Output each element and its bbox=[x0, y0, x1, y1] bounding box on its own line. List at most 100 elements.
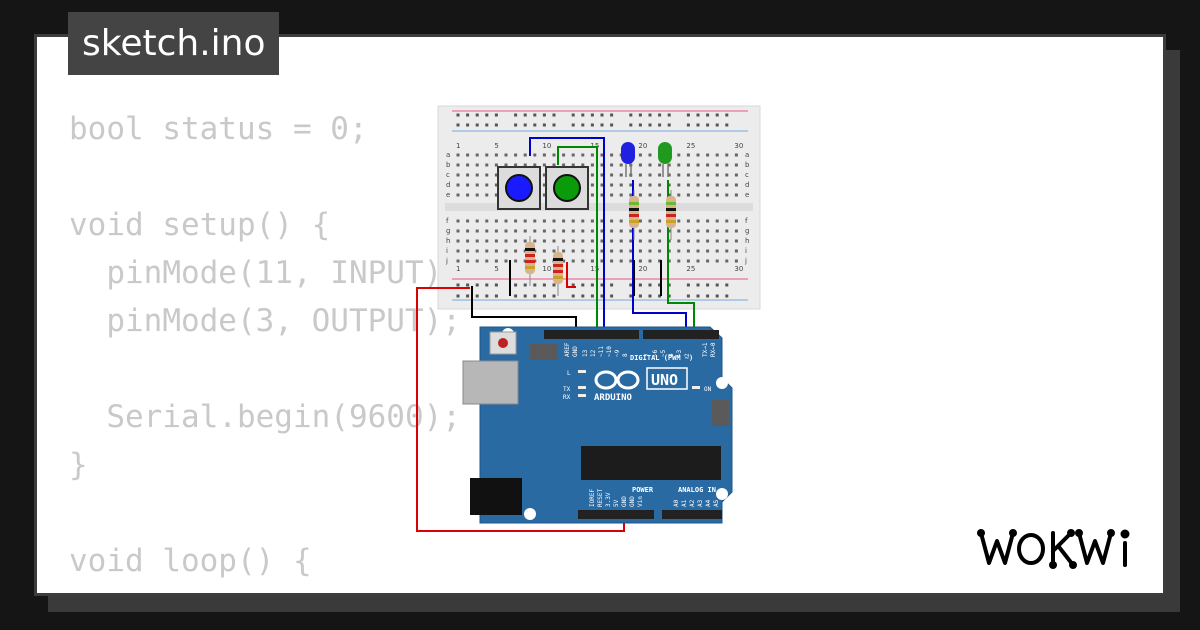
analog-pin-label: A2 bbox=[689, 499, 696, 507]
wires bbox=[416, 137, 695, 532]
row-letter: e bbox=[446, 191, 450, 199]
resistor-2 bbox=[666, 190, 676, 240]
row-letter: c bbox=[446, 171, 450, 179]
analog-pin-label: A0 bbox=[673, 499, 680, 507]
led-on-label: ON bbox=[704, 386, 712, 393]
file-tab[interactable]: sketch.ino bbox=[68, 12, 280, 75]
wire-red-5v bbox=[416, 287, 625, 532]
power-label: POWER bbox=[632, 486, 654, 494]
wokwi-logo bbox=[977, 529, 1130, 569]
digital-pin-label: TX→1 bbox=[702, 342, 709, 357]
wire-green-led bbox=[667, 180, 695, 336]
digital-pin-label: ~3 bbox=[676, 349, 683, 357]
column-number: 25 bbox=[686, 265, 695, 273]
column-number: 20 bbox=[638, 142, 647, 150]
arduino-brand: ARDUINO bbox=[594, 393, 633, 403]
code-line: void loop() { bbox=[69, 543, 312, 579]
code-line: void setup() { bbox=[69, 207, 331, 243]
code-line: pinMode(11, INPUT); bbox=[69, 255, 461, 291]
analog-pin-label: A3 bbox=[697, 499, 704, 507]
row-letter: j bbox=[744, 257, 747, 265]
column-number: 30 bbox=[734, 142, 743, 150]
digital-pin-label: ~6 bbox=[652, 349, 659, 357]
column-number: 25 bbox=[686, 142, 695, 150]
row-letter: f bbox=[446, 217, 449, 225]
code-line: status = digitalRead(11); bbox=[69, 585, 573, 593]
row-letter: a bbox=[446, 151, 450, 159]
digital-pin-label: 8 bbox=[622, 353, 629, 357]
column-number: 5 bbox=[494, 142, 498, 150]
row-letter: h bbox=[446, 237, 450, 245]
row-letter: b bbox=[745, 161, 750, 169]
code-line: pinMode(3, OUTPUT); bbox=[69, 303, 461, 339]
pushbutton-blue[interactable] bbox=[497, 166, 541, 210]
pushbutton-green[interactable] bbox=[545, 166, 589, 210]
column-number: 5 bbox=[494, 265, 498, 273]
column-number: 20 bbox=[638, 265, 647, 273]
column-number: 1 bbox=[456, 265, 460, 273]
power-pin-label: Vin bbox=[637, 496, 644, 507]
analog-pin-label: A5 bbox=[713, 499, 720, 507]
wire-green-button bbox=[557, 146, 598, 336]
code-line: Serial.begin(9600); bbox=[69, 399, 461, 435]
analog-pin-label: A4 bbox=[705, 499, 712, 507]
digital-pin-label: 2 bbox=[684, 353, 691, 357]
resistor-4 bbox=[553, 246, 563, 296]
resistors bbox=[525, 190, 676, 296]
digital-pin-label: ~9 bbox=[614, 349, 621, 357]
column-number: 10 bbox=[542, 265, 551, 273]
led-rx-label: RX bbox=[563, 394, 571, 401]
led-green[interactable] bbox=[658, 142, 672, 177]
power-pin-label: IOREF bbox=[589, 489, 596, 507]
power-pin-label: GND bbox=[629, 496, 636, 507]
power-pin-label: 3.3V bbox=[605, 492, 612, 507]
digital-label: DIGITAL (PWM ~) bbox=[630, 354, 693, 362]
row-letter: b bbox=[446, 161, 451, 169]
digital-pin-label: AREF bbox=[564, 342, 571, 357]
column-number: 15 bbox=[590, 265, 599, 273]
wire-blue-button bbox=[529, 137, 605, 336]
digital-pin-label: 13 bbox=[582, 349, 589, 357]
row-letter: d bbox=[745, 181, 749, 189]
column-number: 30 bbox=[734, 265, 743, 273]
wire-red-rail bbox=[566, 262, 576, 288]
resistor-3 bbox=[525, 236, 535, 286]
wire-blue-led bbox=[632, 180, 687, 336]
row-letter: g bbox=[745, 227, 749, 235]
digital-pin-label: 7 bbox=[644, 353, 651, 357]
power-pin-label: 5V bbox=[613, 499, 620, 507]
power-pin-label: RESET bbox=[597, 489, 604, 507]
arduino-model: UNO bbox=[651, 371, 678, 389]
code-editor: bool status = 0; void setup() { pinMode(… bbox=[69, 105, 573, 593]
analog-label: ANALOG IN bbox=[678, 486, 716, 494]
digital-pin-label: ~11 bbox=[598, 346, 605, 357]
analog-pin-label: A1 bbox=[681, 499, 688, 507]
row-letter: f bbox=[745, 217, 748, 225]
column-number: 10 bbox=[542, 142, 551, 150]
led-tx-label: TX bbox=[563, 386, 571, 393]
digital-pin-label: GND bbox=[572, 346, 579, 357]
row-letter: j bbox=[445, 257, 448, 265]
digital-pin-label: ~5 bbox=[660, 349, 667, 357]
digital-pin-label: 4 bbox=[668, 353, 675, 357]
arduino-logo-icon bbox=[594, 370, 640, 390]
digital-pin-label: ~10 bbox=[606, 346, 613, 357]
power-pin-label: GND bbox=[621, 496, 628, 507]
row-letter: h bbox=[745, 237, 749, 245]
row-letter: c bbox=[745, 171, 749, 179]
row-letter: i bbox=[446, 247, 448, 255]
code-line: } bbox=[69, 447, 88, 483]
row-letter: e bbox=[745, 191, 749, 199]
file-tab-label: sketch.ino bbox=[82, 23, 266, 64]
column-number: 1 bbox=[456, 142, 460, 150]
code-line: bool status = 0; bbox=[69, 111, 368, 147]
digital-pin-label: 12 bbox=[590, 349, 597, 357]
led-l-label: L bbox=[567, 370, 571, 377]
led-blue[interactable] bbox=[621, 142, 635, 177]
row-letter: g bbox=[446, 227, 450, 235]
row-letter: d bbox=[446, 181, 450, 189]
